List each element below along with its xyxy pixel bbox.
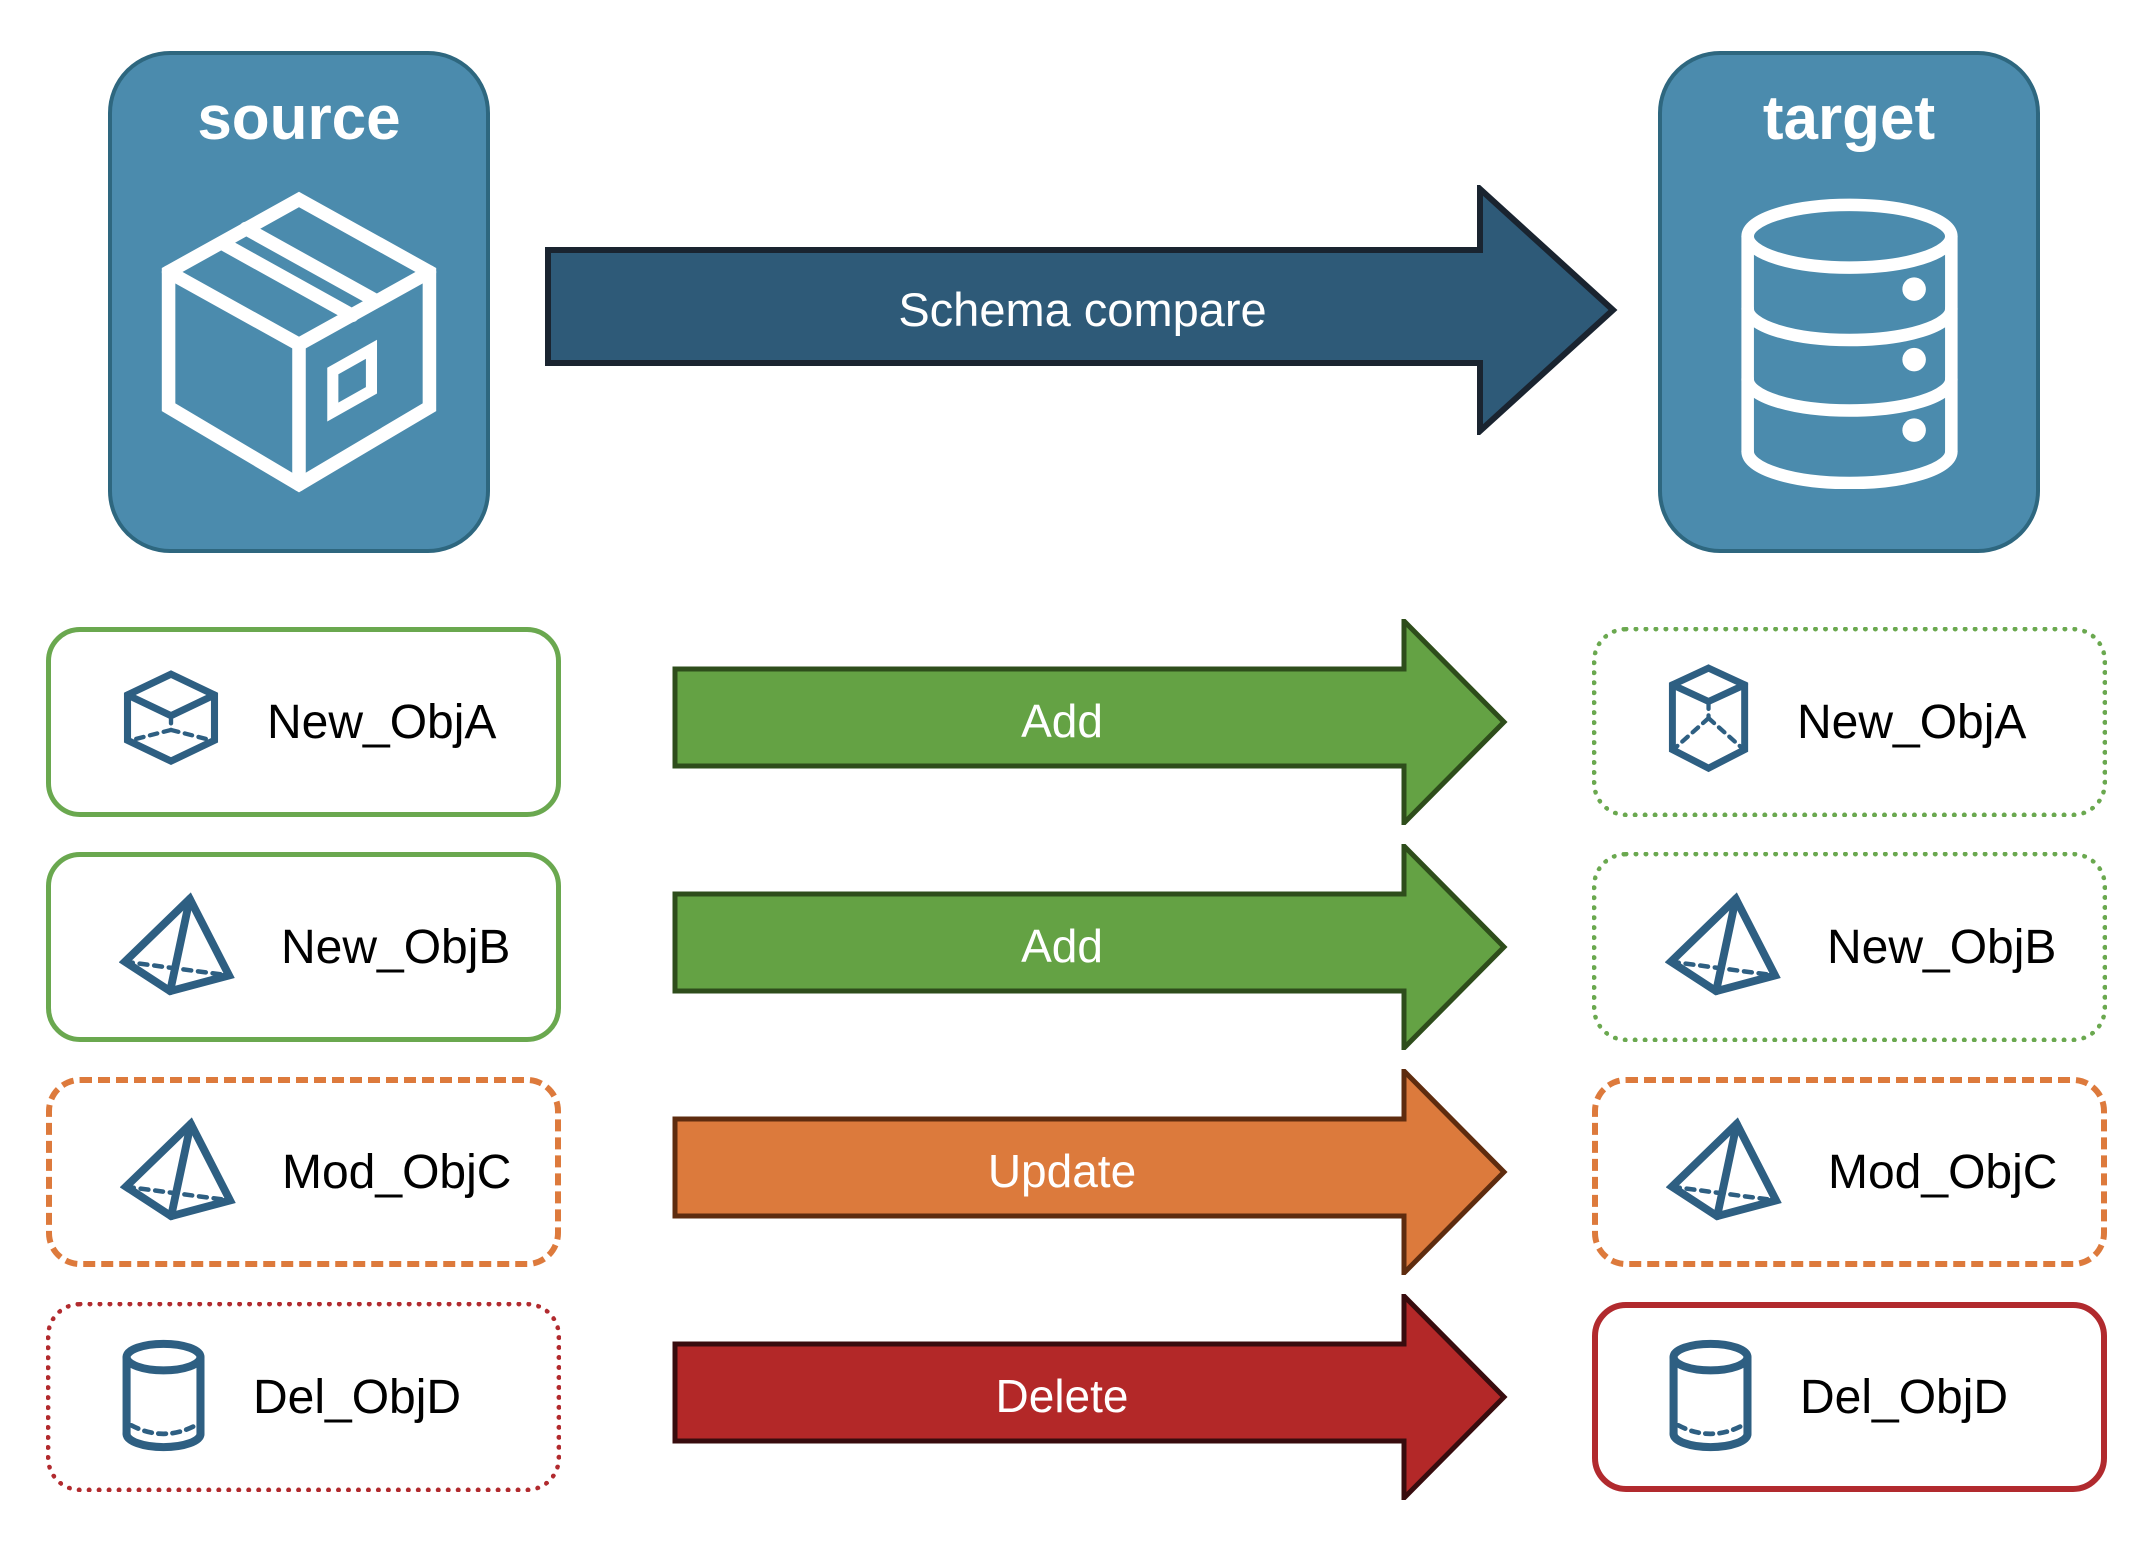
object-label: New_ObjA [267,695,497,749]
object-label: New_ObjA [1797,695,2027,749]
package-icon [154,153,444,549]
object-label: Mod_ObjC [282,1145,512,1199]
source-title: source [197,84,401,153]
schema-compare-label: Schema compare [898,282,1267,336]
pyramid-icon [1664,891,1783,1004]
object-label: Del_ObjD [253,1370,462,1424]
cylinder-icon [119,1338,209,1457]
target-panel: target [1658,51,2040,553]
source-object-new-obja: New_ObjA [46,627,561,817]
target-object-mod-objc: Mod_ObjC [1592,1077,2107,1267]
delete-arrow: Delete [672,1294,1508,1500]
schema-compare-arrow: Schema compare [545,185,1620,435]
object-label: Del_ObjD [1800,1370,2009,1424]
target-object-new-obja: New_ObjA [1592,627,2107,817]
source-object-new-objb: New_ObjB [46,852,561,1042]
cube-icon [119,669,223,775]
object-label: New_ObjB [281,920,511,974]
cube-icon [1665,663,1753,781]
action-label: Add [1021,695,1103,747]
action-label: Add [1021,920,1103,972]
pyramid-icon [1665,1116,1784,1229]
object-label: Mod_ObjC [1828,1145,2058,1199]
pyramid-icon [118,891,237,1004]
cylinder-icon [1666,1338,1756,1457]
database-icon [1732,153,1967,549]
add-arrow: Add [672,844,1508,1050]
object-label: New_ObjB [1827,920,2057,974]
source-object-mod-objc: Mod_ObjC [46,1077,561,1267]
action-label: Update [987,1145,1137,1197]
target-object-new-objb: New_ObjB [1592,852,2107,1042]
add-arrow: Add [672,619,1508,825]
update-arrow: Update [672,1069,1508,1275]
target-title: target [1762,84,1936,153]
action-label: Delete [995,1370,1129,1422]
pyramid-icon [119,1116,238,1229]
target-object-del-objd: Del_ObjD [1592,1302,2107,1492]
source-panel: source [108,51,490,553]
source-object-del-objd: Del_ObjD [46,1302,561,1492]
